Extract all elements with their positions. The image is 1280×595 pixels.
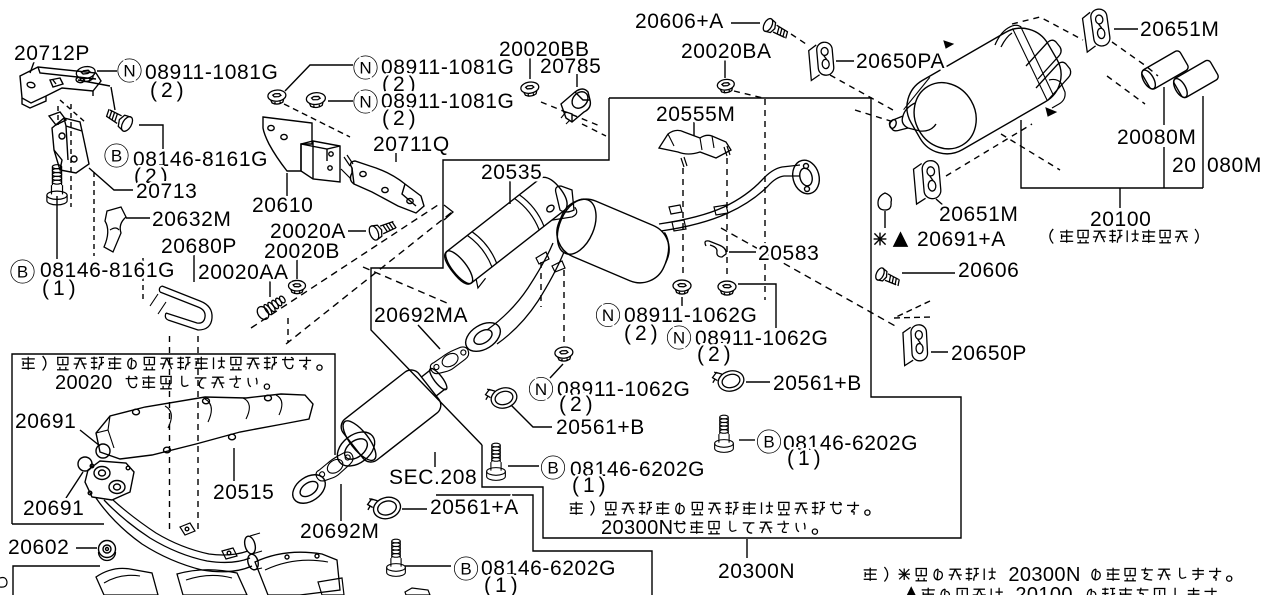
svg-text:20561+B: 20561+B: [773, 372, 862, 395]
svg-text:20561+B: 20561+B: [556, 416, 645, 439]
svg-text:08911-1062G: 08911-1062G: [624, 304, 757, 327]
svg-text:20712P: 20712P: [14, 42, 90, 65]
svg-text:(2): (2): [134, 165, 172, 188]
svg-text:20651M: 20651M: [1140, 18, 1220, 41]
svg-text:08146-6202G: 08146-6202G: [481, 557, 616, 580]
svg-text:20020BA: 20020BA: [681, 40, 772, 63]
svg-text:(2): (2): [624, 322, 662, 345]
svg-text:(1): (1): [787, 447, 825, 470]
svg-text:08146-8161G: 08146-8161G: [40, 259, 175, 282]
svg-text:08146-6202G: 08146-6202G: [783, 432, 918, 455]
svg-text:(2): (2): [382, 107, 420, 130]
svg-text:20606: 20606: [958, 259, 1019, 282]
svg-text:08146-6202G: 08146-6202G: [570, 458, 705, 481]
svg-text:080M: 080M: [1207, 154, 1262, 177]
svg-text:20080M: 20080M: [1117, 126, 1197, 149]
svg-text:20691+A: 20691+A: [917, 228, 1006, 251]
svg-text:SEC.208: SEC.208: [389, 466, 477, 489]
svg-text:20583: 20583: [758, 242, 819, 265]
svg-text:(2): (2): [150, 79, 188, 102]
svg-text:20535: 20535: [481, 161, 542, 184]
svg-text:20300N: 20300N: [718, 560, 795, 583]
svg-text:N: N: [359, 93, 371, 112]
svg-text:20651M: 20651M: [939, 203, 1019, 226]
svg-text:N: N: [359, 59, 371, 78]
svg-text:20606+A: 20606+A: [635, 10, 724, 33]
svg-text:20555M: 20555M: [656, 103, 736, 126]
svg-text:20650P: 20650P: [951, 342, 1027, 365]
svg-text:08911-1062G: 08911-1062G: [695, 327, 828, 350]
svg-text:08911-1081G: 08911-1081G: [145, 61, 278, 84]
svg-text:20300N: 20300N: [1008, 564, 1080, 586]
svg-text:20020: 20020: [55, 372, 113, 394]
svg-text:20515: 20515: [213, 481, 274, 504]
svg-text:20680P: 20680P: [161, 235, 237, 258]
svg-text:20020BB: 20020BB: [499, 38, 590, 61]
svg-text:08911-1062G: 08911-1062G: [557, 378, 690, 401]
svg-text:(2): (2): [697, 343, 735, 366]
svg-text:08146-8161G: 08146-8161G: [133, 148, 268, 171]
svg-text:B: B: [111, 147, 122, 166]
svg-text:20300N: 20300N: [601, 517, 673, 539]
svg-text:N: N: [123, 62, 135, 81]
svg-text:N: N: [535, 380, 547, 399]
svg-text:20785: 20785: [540, 55, 601, 78]
svg-text:20650PA: 20650PA: [856, 50, 945, 73]
svg-text:08911-1081G: 08911-1081G: [381, 90, 514, 113]
svg-text:20020A: 20020A: [270, 220, 346, 243]
svg-text:B: B: [547, 459, 558, 478]
svg-text:N: N: [602, 306, 614, 325]
svg-text:20100: 20100: [1090, 208, 1151, 231]
svg-text:20020AA: 20020AA: [198, 261, 289, 284]
svg-text:20561+A: 20561+A: [430, 496, 519, 519]
svg-text:20020B: 20020B: [264, 240, 340, 263]
svg-text:20713: 20713: [136, 180, 197, 203]
svg-text:20691: 20691: [15, 410, 76, 433]
svg-text:(1): (1): [484, 574, 522, 595]
svg-text:20602: 20602: [8, 536, 69, 559]
svg-text:20610: 20610: [252, 194, 313, 217]
svg-text:B: B: [17, 263, 28, 282]
svg-text:20692M: 20692M: [300, 520, 380, 543]
svg-text:20100: 20100: [1015, 584, 1073, 595]
svg-text:(1): (1): [572, 474, 610, 497]
svg-text:N: N: [673, 329, 685, 348]
svg-text:20711Q: 20711Q: [373, 133, 450, 156]
svg-text:08911-1081G: 08911-1081G: [381, 56, 514, 79]
svg-text:20691: 20691: [23, 497, 84, 520]
svg-text:B: B: [460, 560, 471, 579]
svg-text:(1): (1): [42, 277, 80, 300]
svg-text:(2): (2): [559, 393, 597, 416]
svg-text:B: B: [763, 433, 774, 452]
svg-text:20692MA: 20692MA: [374, 304, 468, 327]
svg-text:(2): (2): [382, 73, 420, 96]
svg-text:20632M: 20632M: [152, 208, 232, 231]
svg-text:20: 20: [1172, 154, 1197, 177]
